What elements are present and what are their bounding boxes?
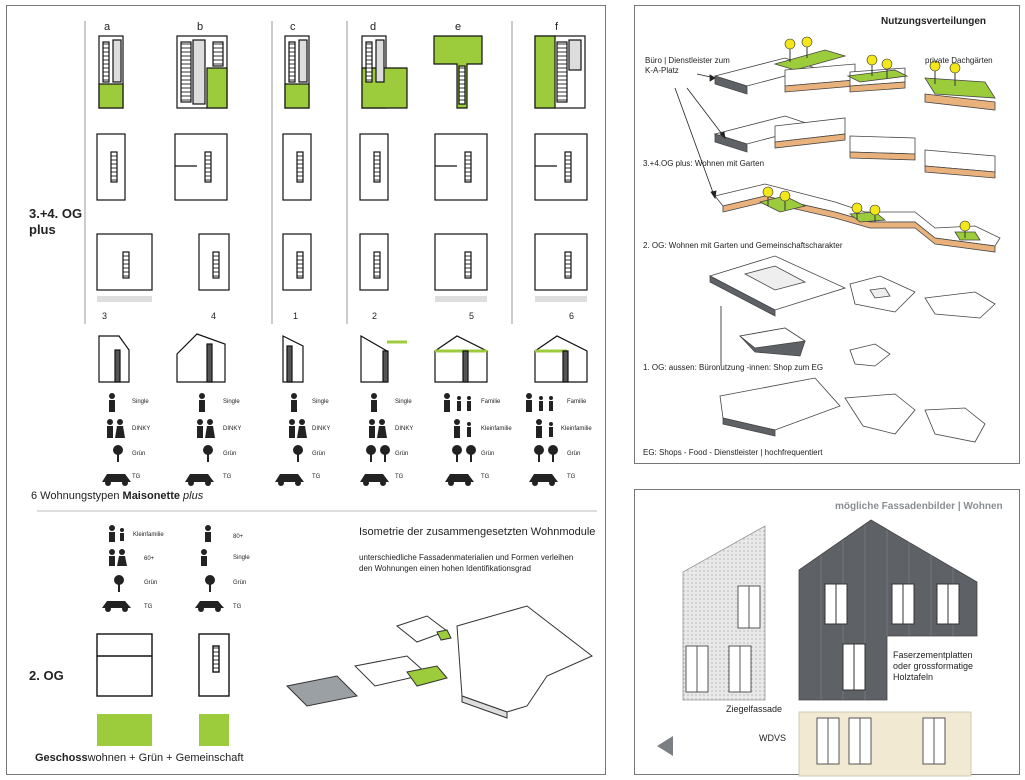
row-label-og34: 3.+4. OG [29, 206, 83, 221]
label-dachgaerten: private Dachgärten [925, 56, 993, 65]
legend-label: DINKY [132, 426, 151, 432]
legend-label: Grün [132, 451, 146, 457]
iso-desc-2: den Wohnungen einen hohen Identifikation… [359, 564, 531, 573]
maisonette-caption: 6 Wohnungstypen Maisonette plus [31, 490, 203, 503]
legend-label: TG [132, 474, 141, 480]
og2-legend-label: Grün [233, 580, 247, 586]
label-og2-bold: 2. OG: [643, 241, 667, 250]
legend-label: Grün [395, 451, 409, 457]
usage-title: Nutzungsverteilungen [881, 16, 987, 27]
label-faserzement-2: oder grossformatige [893, 661, 974, 671]
legend-label: Single [312, 399, 329, 405]
col-letter-b: b [197, 21, 204, 33]
legend-label: TG [312, 474, 321, 480]
triangle-left-icon [657, 736, 673, 756]
legend-label: Kleinfamilie [561, 426, 592, 432]
og2-legend-label: 80+ [233, 534, 244, 540]
caption-italic: plus [180, 490, 204, 502]
label-og34-rest: Wohnen mit Garten [692, 159, 765, 168]
label-wdvs: WDVS [759, 733, 786, 743]
caption-bold: Maisonette [122, 490, 180, 502]
label-faserzement-3: Holztafeln [893, 672, 934, 682]
col-letter-a: a [104, 21, 111, 33]
arrow-icon [674, 73, 726, 366]
label-og34-bold: 3.+4.OG plus: [643, 159, 693, 168]
og2-caption: Geschosswohnen + Grün + Gemeinschaft [35, 752, 244, 765]
legend-label: Familie [481, 399, 501, 405]
facade-drawing [657, 519, 978, 777]
og2-legend-label: TG [144, 604, 153, 610]
unit-number: 1 [293, 311, 299, 321]
legend-label: Grün [312, 451, 326, 457]
left-panel: a b c d e f 3 4 1 2 5 6 3.+4. OG plus Si… [6, 5, 606, 775]
legend-label: TG [223, 474, 232, 480]
legend-label: Single [132, 399, 149, 405]
legend-label: Grün [223, 451, 237, 457]
legend-label: TG [395, 474, 404, 480]
facade-title: mögliche Fassadenbilder | Wohnen [835, 501, 1003, 512]
usage-diagram [674, 36, 1001, 443]
label-faserzement: Faserzementplatten [893, 650, 973, 660]
unit-number: 4 [211, 311, 217, 321]
iso-desc-1: unterschiedliche Fassadenmaterialien und… [359, 553, 574, 562]
tree-icon [113, 445, 558, 462]
og2-legend-label: Kleinfamilie [133, 532, 164, 538]
label-og1-bold: 1. OG: [643, 363, 667, 372]
label-og1: 1. OG: aussen: Büronutzung -innen: Shop … [643, 362, 823, 373]
legend-label: Single [223, 399, 240, 405]
og2-legend-label: Single [233, 555, 250, 561]
col-letter-c: c [290, 21, 296, 33]
og2-legend-label: Grün [144, 580, 158, 586]
legend-label: Single [395, 399, 412, 405]
legend-label: Grün [567, 451, 581, 457]
label-buero-2: K-A-Platz [645, 66, 679, 75]
legend-label: Kleinfamilie [481, 426, 512, 432]
iso-title: Isometrie der zusammengesetzten Wohnmodu… [359, 526, 596, 538]
unit-number: 3 [102, 311, 108, 321]
legend-label: DINKY [312, 426, 331, 432]
unit-number: 5 [469, 311, 475, 321]
og2-caption-rest: wohnen + Grün + Gemeinschaft [87, 752, 244, 764]
legend-label: Grün [481, 451, 495, 457]
label-eg-rest: Shops - Food - Dienstleister | hochfrequ… [656, 448, 823, 457]
label-og2: 2. OG: Wohnen mit Garten und Gemeinschaf… [643, 240, 843, 251]
unit-number: 2 [372, 311, 378, 321]
floorplan-sheet [37, 21, 597, 746]
legend-label: Familie [567, 399, 587, 405]
label-og34: 3.+4.OG plus: Wohnen mit Garten [643, 158, 764, 169]
row-label-og34-plus: plus [29, 222, 56, 237]
legend-label: DINKY [395, 426, 414, 432]
label-eg-bold: EG: [643, 448, 657, 457]
og2-pictograms [102, 525, 224, 612]
label-og2-rest: Wohnen mit Garten und Gemeinschaftschara… [666, 241, 843, 250]
car-icon [102, 474, 558, 486]
caption-pre: 6 Wohnungstypen [31, 490, 123, 502]
col-letter-d: d [370, 21, 377, 33]
col-letter-e: e [455, 21, 462, 33]
label-og1-rest: aussen: Büronutzung -innen: Shop zum EG [666, 363, 824, 372]
legend-label: TG [481, 474, 490, 480]
og2-caption-bold: Geschoss [35, 752, 88, 764]
label-eg: EG: Shops - Food - Dienstleister | hochf… [643, 447, 823, 458]
label-buero: Büro | Dienstleister zum [645, 56, 730, 65]
og2-legend-label: 60+ [144, 556, 155, 562]
col-letter-f: f [555, 21, 559, 33]
label-ziegelfassade: Ziegelfassade [726, 704, 783, 714]
facade-panel: mögliche Fassadenbilder | Wohnen Ziegelf… [634, 489, 1020, 777]
unit-number: 6 [569, 311, 575, 321]
og2-legend-label: TG [233, 604, 242, 610]
usage-panel: Nutzungsverteilungen Büro | Dienstleiste… [634, 5, 1020, 464]
legend-label: DINKY [223, 426, 242, 432]
tree-icon [762, 36, 971, 238]
row-label-og2: 2. OG [29, 668, 64, 683]
person-icon [107, 393, 553, 438]
legend-label: TG [567, 474, 576, 480]
legend-pictograms [102, 393, 558, 486]
